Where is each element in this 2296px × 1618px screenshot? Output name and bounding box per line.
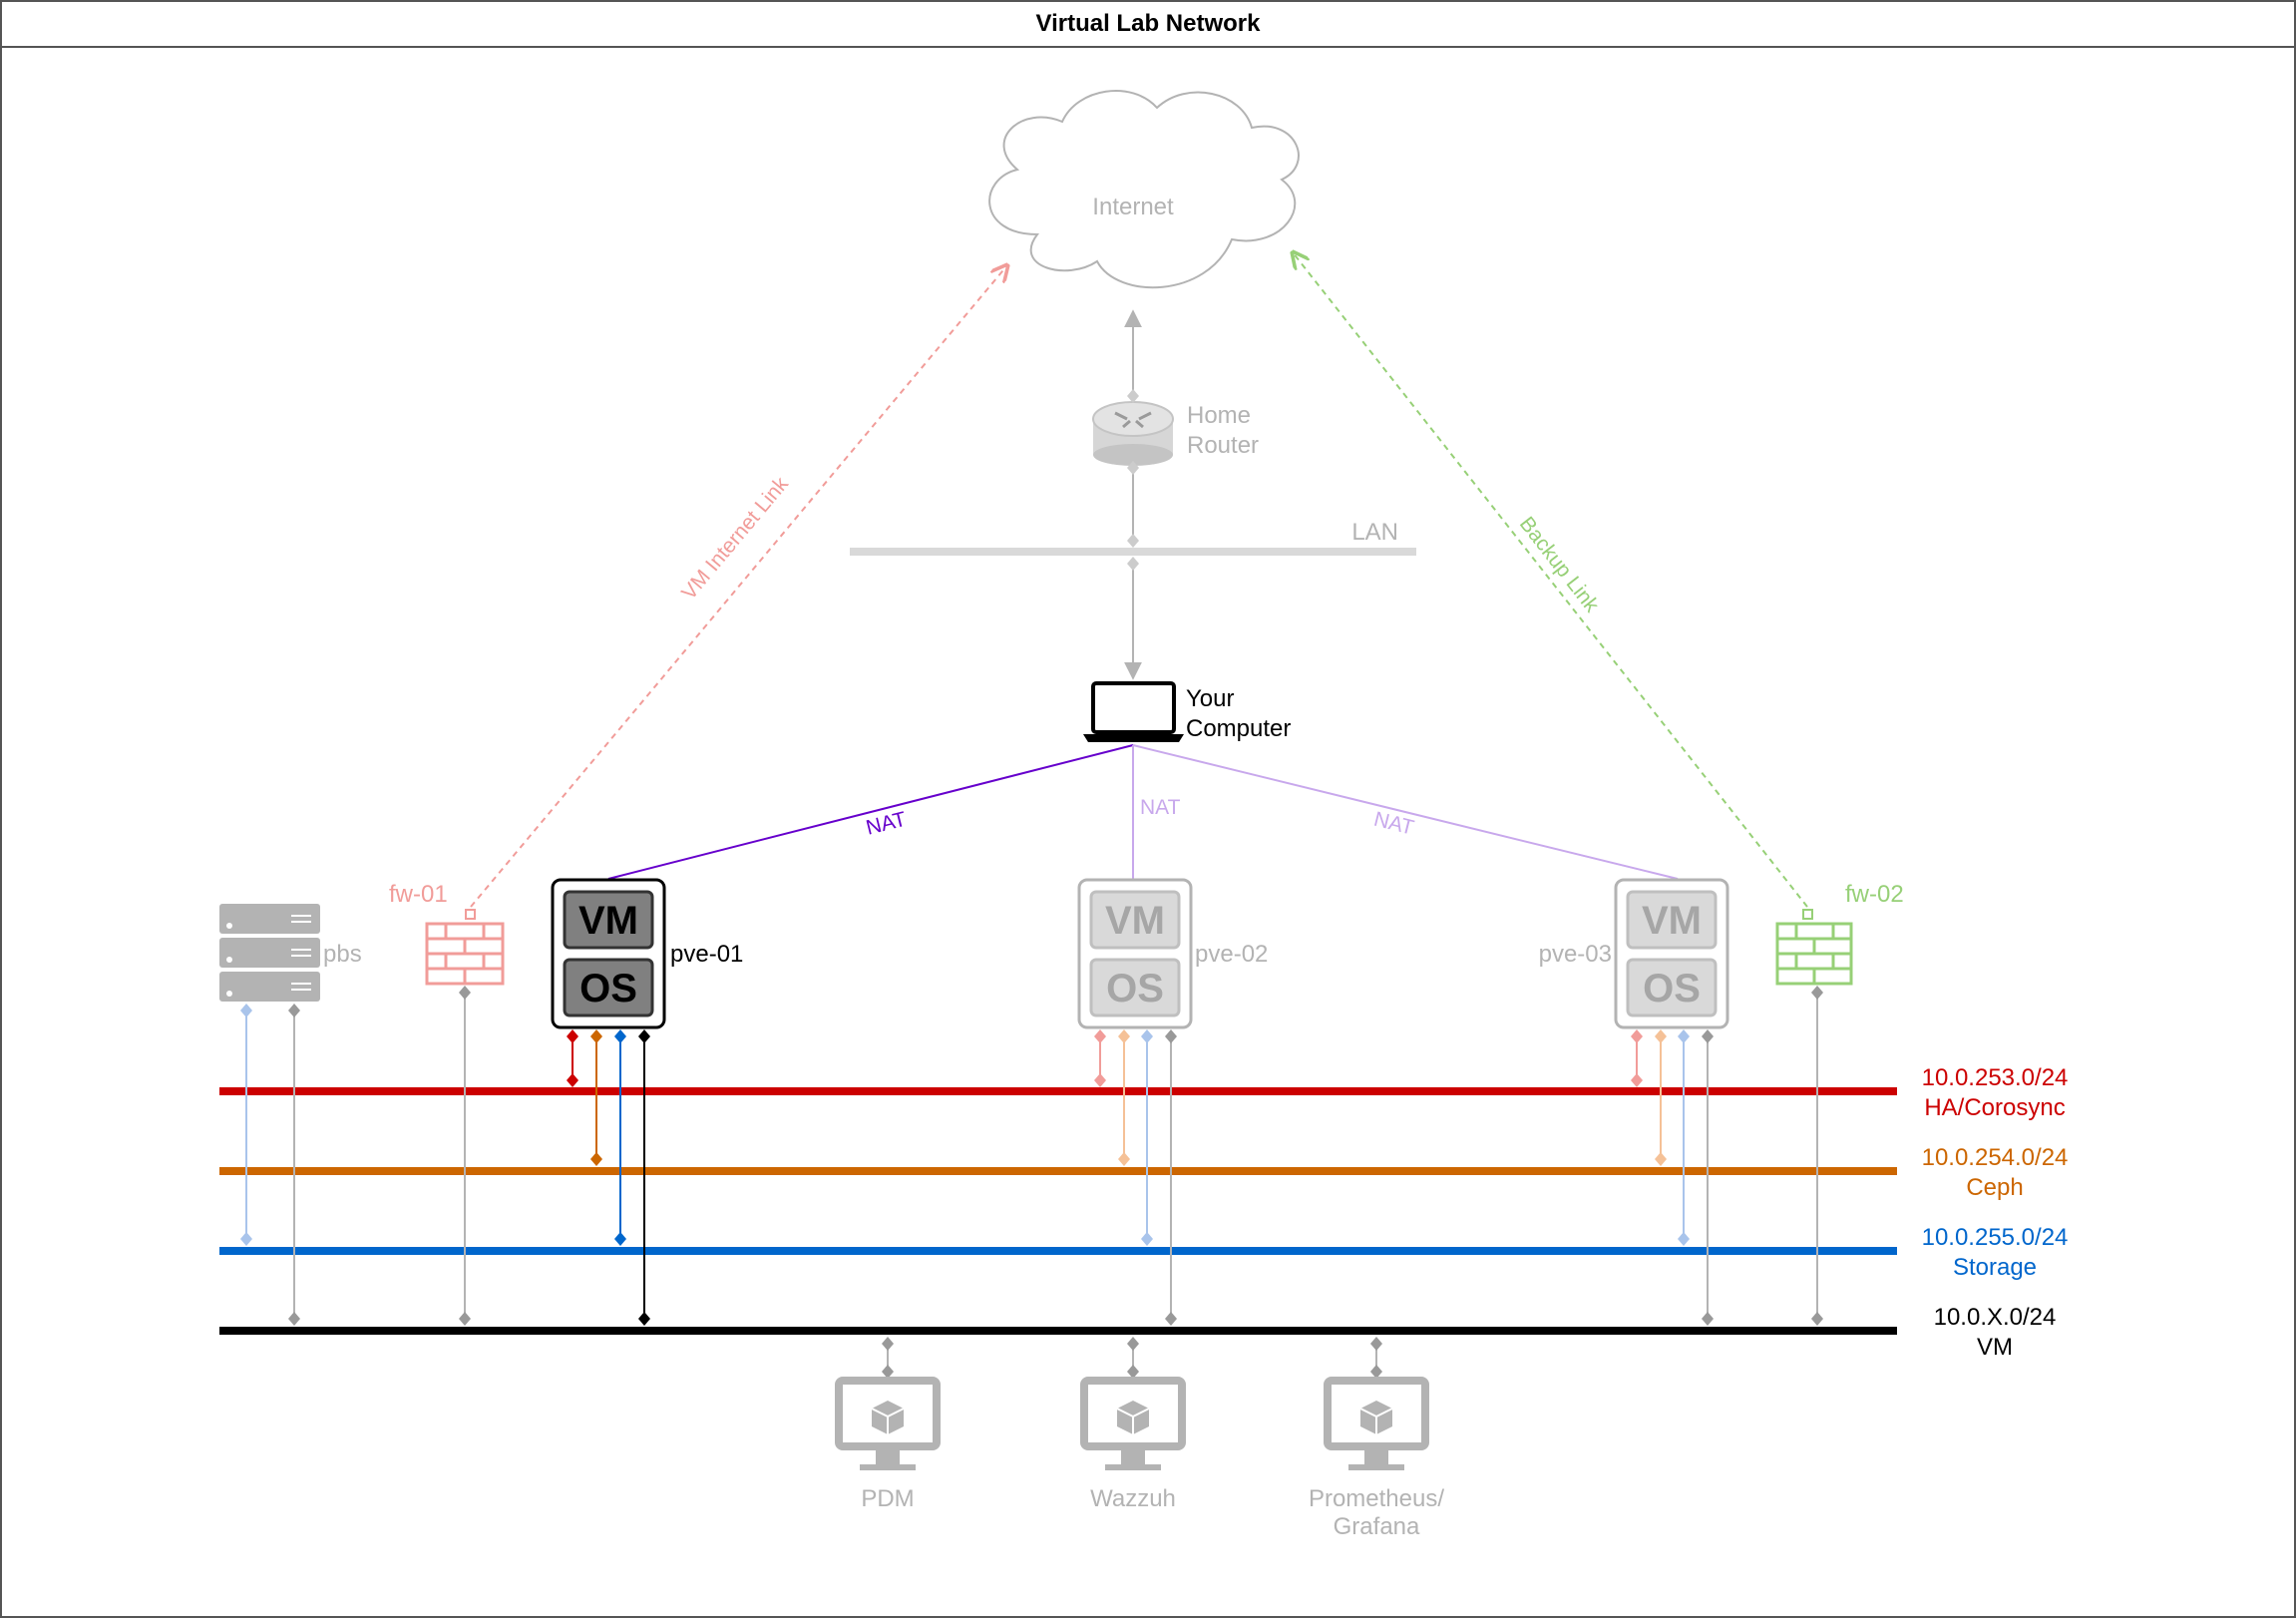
pve03-ceph-join [1655, 1152, 1667, 1166]
backup-link [1293, 252, 1808, 908]
laptop-icon [1083, 681, 1184, 742]
pbs-server-icon [219, 904, 320, 1002]
pve01-vm-join [638, 1312, 650, 1326]
pve01-label: pve-01 [670, 941, 743, 968]
pbs-storage-port [240, 1004, 252, 1017]
monitor-icon [835, 1377, 941, 1470]
pve02-storage-join [1141, 1232, 1153, 1246]
home-router-icon [1092, 401, 1174, 466]
pve02-ceph-port [1118, 1029, 1130, 1043]
vm-wazzuh: Wazzuh [1080, 1337, 1186, 1512]
vm-pdm-label: PDM [861, 1485, 914, 1512]
fw01-vm-join [459, 1312, 471, 1326]
router-label-line2: Router [1187, 432, 1259, 459]
internet-label: Internet [1092, 194, 1174, 220]
network-ceph-cidr: 10.0.254.0/24 [1922, 1144, 2069, 1171]
computer-label-line1: Your [1186, 685, 1235, 712]
fw01-vm-port [459, 986, 471, 1000]
diagram-title: Virtual Lab Network [1036, 10, 1262, 37]
pbs-vm-join [288, 1312, 300, 1326]
monitor-icon [1080, 1377, 1186, 1470]
pve03-ha-port [1631, 1029, 1643, 1043]
pve03-server-icon [1614, 878, 1729, 1029]
pve03-ha-join [1631, 1073, 1643, 1087]
nat-link-pve01 [607, 744, 1134, 880]
nat-label-pve02: NAT [1140, 796, 1181, 819]
network-ha-cidr: 10.0.253.0/24 [1922, 1064, 2069, 1091]
pve03-ceph-port [1655, 1029, 1667, 1043]
pve02-vm-join [1165, 1312, 1177, 1326]
pve03-storage-port [1678, 1029, 1690, 1043]
pve02-vm-text: VM [1105, 899, 1165, 943]
pve01-storage-port [614, 1029, 626, 1043]
nat-link-pve03 [1132, 744, 1679, 880]
network-vm-name: VM [1977, 1334, 2013, 1361]
pbs-vm-port [288, 1004, 300, 1017]
pve01-ceph-port [590, 1029, 602, 1043]
pve01-ha-join [567, 1073, 578, 1087]
pve01-vm-port [638, 1029, 650, 1043]
pve03-storage-join [1678, 1232, 1690, 1246]
firewall-icon [1775, 922, 1853, 986]
pve02-server-icon [1077, 878, 1193, 1029]
router-label-line1: Home [1187, 402, 1251, 429]
pve01-os-text: OS [579, 967, 637, 1011]
fw01-label: fw-01 [389, 881, 448, 908]
pve02-ha-join [1094, 1073, 1106, 1087]
network-ha-name: HA/Corosync [1924, 1094, 2065, 1121]
pve01-ceph-join [590, 1152, 602, 1166]
pve03-os-text: OS [1643, 967, 1701, 1011]
firewall-icon [425, 922, 505, 986]
network-ceph-name: Ceph [1966, 1174, 2023, 1201]
vm-prometheus-label-line1: Prometheus/ [1309, 1485, 1444, 1512]
pbs-storage-join [240, 1232, 252, 1246]
pve03-vm-text: VM [1642, 899, 1702, 943]
pve01-vm-text: VM [578, 899, 638, 943]
router-top-port [1127, 389, 1139, 403]
vm-prometheus-grafana: Prometheus/ Grafana [1309, 1337, 1444, 1540]
pve02-os-text: OS [1106, 967, 1164, 1011]
pve03-vm-port [1702, 1029, 1714, 1043]
monitor-icon [1324, 1377, 1429, 1470]
fw02-vm-port [1811, 986, 1823, 1000]
vm-pdm: PDM [835, 1337, 941, 1512]
computer-label-line2: Computer [1186, 715, 1291, 742]
vm-wazzuh-label: Wazzuh [1090, 1485, 1176, 1512]
internet-cloud-icon [988, 90, 1300, 289]
pve02-ha-port [1094, 1029, 1106, 1043]
fw02-port [1802, 909, 1813, 920]
lan-router-port [1127, 534, 1139, 548]
pve02-label: pve-02 [1195, 941, 1268, 968]
pve02-ceph-join [1118, 1152, 1130, 1166]
vm-internet-link [470, 265, 1007, 908]
fw01-port [465, 909, 476, 920]
lan-label: LAN [1351, 519, 1398, 546]
pve01-storage-join [614, 1232, 626, 1246]
pve01-server-icon [551, 878, 666, 1029]
pbs-label: pbs [323, 941, 362, 968]
network-storage-cidr: 10.0.255.0/24 [1922, 1224, 2069, 1251]
pve03-label: pve-03 [1539, 941, 1612, 968]
pve02-vm-port [1165, 1029, 1177, 1043]
router-bottom-port [1127, 461, 1139, 475]
vm-prometheus-label-line2: Grafana [1334, 1513, 1420, 1540]
pve02-storage-port [1141, 1029, 1153, 1043]
fw02-label: fw-02 [1845, 881, 1904, 908]
fw02-vm-join [1811, 1312, 1823, 1326]
pve01-ha-port [567, 1029, 578, 1043]
lan-computer-port [1127, 557, 1139, 571]
network-storage-name: Storage [1953, 1254, 2037, 1281]
network-vm-cidr: 10.0.X.0/24 [1934, 1304, 2057, 1331]
pve03-vm-join [1702, 1312, 1714, 1326]
